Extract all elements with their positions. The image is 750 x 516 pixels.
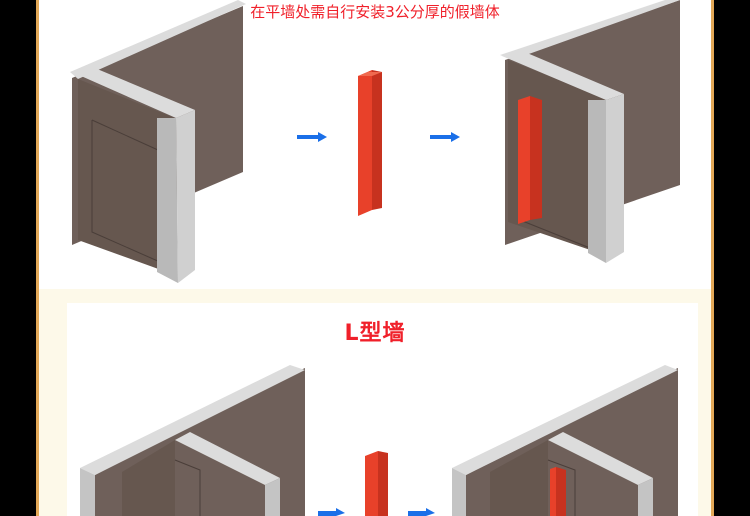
red-false-wall-post — [358, 70, 382, 216]
arrow-icon — [430, 132, 460, 142]
flat-wall-after-illustration — [500, 0, 680, 263]
red-false-wall-post — [365, 451, 388, 516]
flat-wall-before-illustration — [70, 0, 246, 283]
l-wall-before-illustration — [80, 365, 305, 516]
arrow-icon — [318, 508, 345, 516]
l-wall-section-title: L型墙 — [344, 321, 406, 346]
l-wall-after-illustration — [452, 365, 678, 516]
arrow-icon — [408, 508, 435, 516]
flat-wall-caption: 在平墙处需自行安装3公分厚的假墙体 — [250, 3, 500, 21]
arrow-icon — [297, 132, 327, 142]
